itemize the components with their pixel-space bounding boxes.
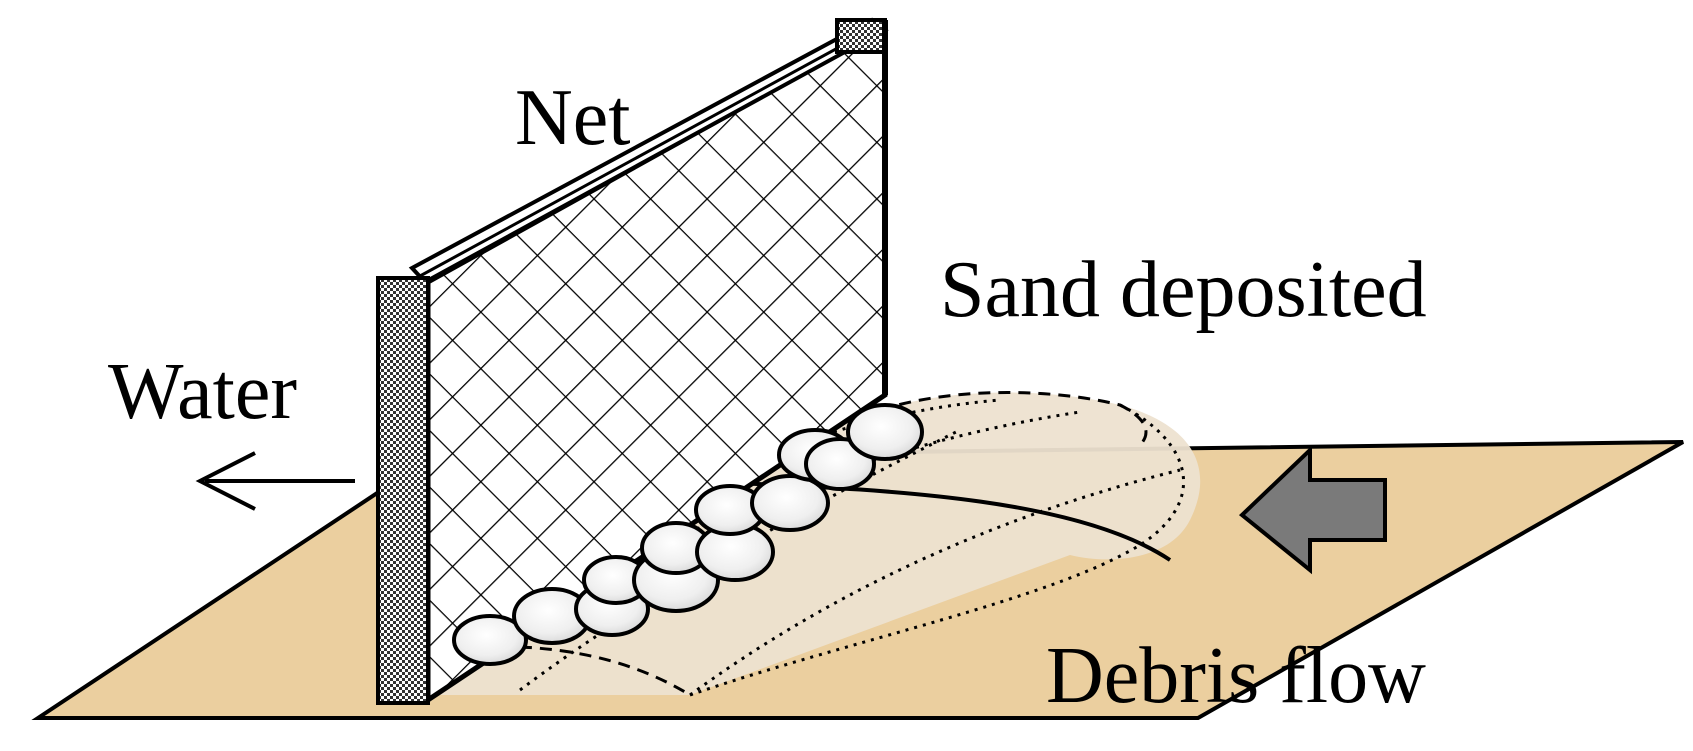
sand-deposited-label: Sand deposited bbox=[940, 246, 1427, 334]
water-arrow-icon bbox=[195, 451, 355, 511]
boulders bbox=[452, 403, 924, 666]
deposit-dashed-outline bbox=[879, 391, 1148, 447]
boulder bbox=[452, 614, 528, 666]
net-top-rope-inner bbox=[419, 24, 879, 278]
left-post bbox=[376, 276, 430, 705]
right-post bbox=[835, 18, 887, 54]
water-label: Water bbox=[108, 348, 297, 436]
debris-flow-label: Debris flow bbox=[1046, 632, 1426, 720]
debris-flow-arrow-icon bbox=[1238, 445, 1387, 575]
boulder bbox=[846, 403, 924, 461]
boulder bbox=[750, 474, 830, 532]
net-label: Net bbox=[515, 74, 631, 162]
